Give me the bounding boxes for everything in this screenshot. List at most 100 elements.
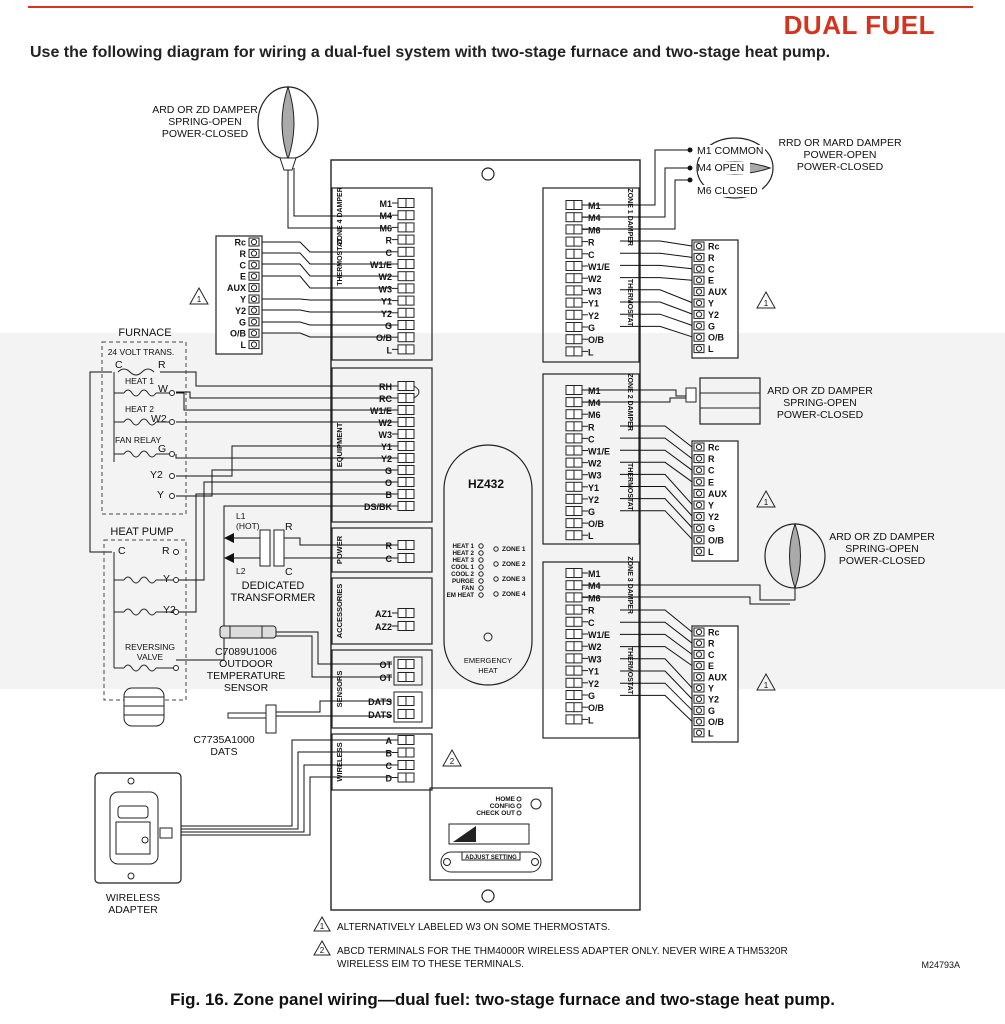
zone1-stat-screw[interactable] (693, 264, 705, 274)
zone-led-label: ZONE 2 (502, 561, 526, 568)
zone2-stat-screw[interactable] (693, 442, 705, 452)
led-label: PURGE (452, 578, 474, 585)
zone2-stat-wire (620, 510, 693, 540)
zone4-stat-screw[interactable] (248, 317, 260, 327)
zone3-stat-screw[interactable] (693, 728, 705, 738)
damper-zone3-label-2: SPRING-OPEN (845, 543, 919, 555)
zone4-stat-screw-head (250, 318, 258, 325)
zone3-stat-screw[interactable] (693, 694, 705, 704)
power-r-wire (284, 537, 392, 546)
zone4-stat-wire (262, 241, 392, 253)
left-top-block (331, 187, 433, 361)
zone4-stat-screw[interactable] (248, 340, 260, 350)
note-marker-number: 1 (764, 681, 769, 690)
zone3-damper-wire (582, 596, 790, 605)
zone2-stat-screw[interactable] (693, 465, 705, 475)
zone2-stat-screw[interactable] (693, 500, 705, 510)
zone2-stat-screw[interactable] (693, 535, 705, 545)
zone3-stat-screw[interactable] (693, 705, 705, 715)
dats-wire (276, 700, 392, 713)
zone4-stat-screw[interactable] (248, 271, 260, 281)
equipment-term-label: W3 (379, 430, 393, 440)
zone2-stat-screw[interactable] (693, 477, 705, 487)
zone4-stat-label: AUX (227, 283, 246, 293)
emergency-heat-button[interactable] (483, 632, 493, 642)
zone2-stat-screw[interactable] (693, 454, 705, 464)
equipment-term-label: DS/BK (364, 502, 393, 512)
zone-led-label: ZONE 3 (502, 576, 526, 583)
sensor-ot-box (393, 656, 423, 686)
zone2-stat-screw[interactable] (693, 523, 705, 533)
zone2-thermostat-title: THERMOSTAT (626, 463, 633, 511)
zone4-stat-screw[interactable] (248, 328, 260, 338)
note-marker (442, 748, 462, 767)
zone3-stat-screw[interactable] (693, 649, 705, 659)
zone3-stat-wire (620, 670, 693, 700)
wireless-wire (172, 739, 392, 827)
zone4-stat-wire (262, 275, 392, 289)
zone4-stat-screw[interactable] (248, 260, 260, 270)
zone2-stat-screw[interactable] (693, 512, 705, 522)
zone1-stat-screw[interactable] (693, 275, 705, 285)
rrd-label-3: POWER-CLOSED (797, 161, 884, 173)
heat-pump-outline (103, 539, 187, 701)
zone1-term-label: C (588, 250, 595, 260)
zone1-stat-screw[interactable] (693, 321, 705, 331)
zone2-stat-label: Y2 (708, 512, 719, 522)
zone1-stat-screw[interactable] (693, 287, 705, 297)
equipment-term-label: Y2 (381, 454, 392, 464)
zone4-stat-screw[interactable] (248, 305, 260, 315)
zone3-stat-screw[interactable] (693, 661, 705, 671)
zone1-stat-screw[interactable] (693, 332, 705, 342)
hp-y2-label: Y2 (163, 604, 176, 616)
reversing-coil (123, 664, 157, 672)
rrd-dot-3 (687, 177, 693, 183)
zone3-damper-wire (582, 584, 796, 601)
zone4-stat-screw[interactable] (248, 248, 260, 258)
zone3-term-label: W1/E (588, 630, 610, 640)
zone1-stat-screw-head (695, 299, 703, 307)
note2-text-1: ABCD TERMINALS FOR THE THM4000R WIRELESS… (337, 946, 788, 957)
zone3-stat-label: C (708, 650, 715, 660)
zone1-stat-screw[interactable] (693, 309, 705, 319)
zone1-stat-screw[interactable] (693, 252, 705, 262)
zone1-stat-screw[interactable] (693, 344, 705, 354)
zone2-stat-screw-head (695, 443, 703, 451)
zone2-stat-screw[interactable] (693, 488, 705, 498)
zone1-stat-screw[interactable] (693, 298, 705, 308)
rrd-dot-1 (687, 147, 693, 153)
zone1-term-label: M1 (588, 201, 601, 211)
config-button[interactable] (530, 798, 542, 810)
wireless-wire (172, 776, 392, 836)
heat1-coil-terminal (169, 390, 175, 396)
home-label: HOME (496, 796, 516, 803)
zone3-stat-screw[interactable] (693, 672, 705, 682)
zone3-stat-screw[interactable] (693, 717, 705, 727)
reversing-label-1: REVERSING (125, 642, 175, 652)
zone4-damper-wire (293, 168, 392, 217)
sensors-block (331, 649, 433, 729)
led-label: COOL 2 (451, 571, 474, 578)
zone3-stat-screw[interactable] (693, 683, 705, 693)
zone4-stat-screw[interactable] (248, 294, 260, 304)
zone2-stat-screw[interactable] (693, 546, 705, 556)
zone4-stat-screw[interactable] (248, 237, 260, 247)
thermostat-terminal-strips: RcRCEAUXYY2GO/BLRcRCEAUXYY2GO/BLRcRCEAUX… (215, 235, 739, 743)
zone3-stat-screw[interactable] (693, 638, 705, 648)
sensors-title: SENSORS (335, 671, 344, 708)
equip-rc-wire (176, 391, 392, 399)
zone1-stat-screw-head (695, 277, 703, 284)
zone4-stat-screw-head (250, 273, 258, 280)
rrd-label-1: RRD OR MARD DAMPER (778, 137, 902, 149)
zone1-stat-wire (620, 325, 693, 338)
equipment-term-label: W1/E (370, 406, 392, 416)
zone4-term-label: Y2 (381, 309, 392, 319)
zone4-stat-screw-head (250, 238, 258, 246)
zone4-stat-screw[interactable] (248, 283, 260, 293)
adjust-left-knob (443, 858, 451, 866)
heat1-label: HEAT 1 (125, 376, 154, 386)
wireless-term-label: D (386, 774, 393, 784)
zone3-stat-screw[interactable] (693, 627, 705, 637)
zone1-stat-screw[interactable] (693, 241, 705, 251)
